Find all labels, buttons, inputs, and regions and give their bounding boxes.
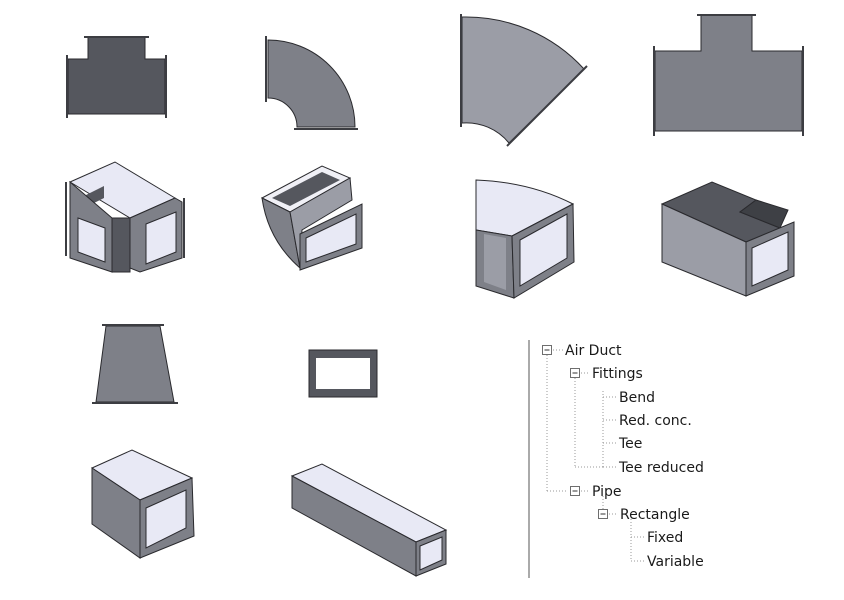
rectangle-pipe-3d-icon[interactable] [290, 463, 448, 577]
collapse-toggle-icon[interactable] [598, 509, 608, 519]
tree-connectors [546, 349, 645, 562]
tree-node-rectangle[interactable]: Rectangle [598, 507, 690, 523]
tree-label-fittings[interactable]: Fittings [592, 366, 643, 382]
tree-item-tee-reduced[interactable]: Tee reduced [618, 460, 704, 476]
tree-node-fittings[interactable]: Fittings [570, 366, 643, 382]
tree-label-rectangle[interactable]: Rectangle [620, 507, 690, 523]
red-conc-3d-icon[interactable] [90, 449, 195, 559]
collapse-toggle-icon[interactable] [542, 345, 552, 355]
bend-3d-icon[interactable] [260, 165, 363, 271]
tee-reduced-elevation-icon[interactable] [653, 14, 804, 136]
tree-item-fixed[interactable]: Fixed [647, 530, 683, 546]
tree-item-tee[interactable]: Tee [618, 436, 642, 452]
red-conc-elevation-icon[interactable] [92, 324, 178, 404]
bend-large-elevation-icon[interactable] [460, 14, 588, 147]
tee-3d-icon[interactable] [65, 161, 185, 273]
rectangle-section-icon[interactable] [308, 349, 378, 398]
tee-elevation-icon[interactable] [66, 36, 167, 118]
tree-item-bend[interactable]: Bend [619, 390, 655, 406]
tree-item-red-conc[interactable]: Red. conc. [619, 413, 692, 429]
tree-node-pipe[interactable]: Pipe [570, 484, 622, 500]
tree-node-air-duct[interactable]: Air Duct [542, 343, 623, 359]
tee-reduced-3d-icon[interactable] [660, 181, 795, 297]
bend-open-3d-icon[interactable] [475, 179, 575, 299]
tree-label-air-duct[interactable]: Air Duct [565, 343, 622, 359]
collapse-toggle-icon[interactable] [570, 368, 580, 378]
tree-label-pipe[interactable]: Pipe [592, 484, 622, 500]
bend-elevation-icon[interactable] [265, 36, 358, 130]
collapse-toggle-icon[interactable] [570, 486, 580, 496]
tree-item-variable[interactable]: Variable [647, 554, 704, 570]
